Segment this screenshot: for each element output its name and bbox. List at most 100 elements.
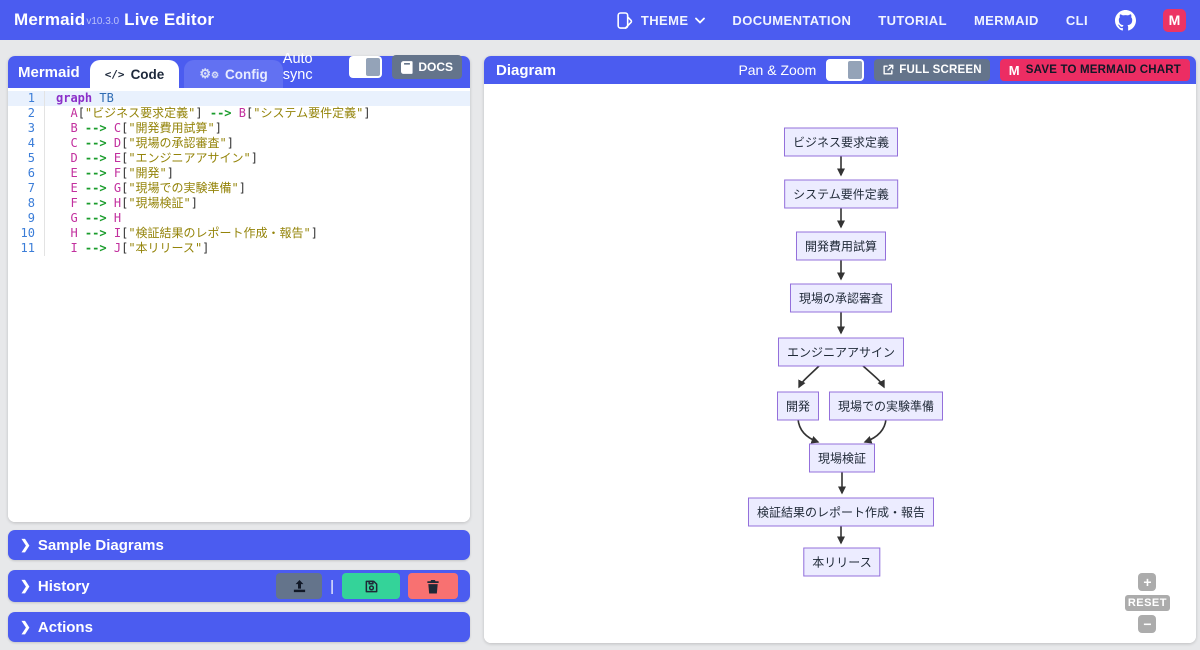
- brand-version: v10.3.0: [86, 16, 120, 27]
- gears-icon: ⚙⚙: [199, 66, 220, 81]
- trash-icon: [426, 579, 440, 594]
- theme-swatch-icon: [615, 11, 634, 30]
- editor-header-tools: Auto sync DOCS: [283, 51, 462, 83]
- brand-name: Mermaid: [14, 10, 86, 29]
- line-number: 2: [27, 106, 35, 120]
- flow-node-D: 現場の承認審査: [789, 283, 893, 313]
- nav-theme-dropdown[interactable]: THEME: [615, 11, 706, 30]
- docs-label: DOCS: [418, 60, 453, 74]
- flow-node-I: 検証結果のレポート作成・報告: [747, 497, 935, 527]
- line-number: 9: [27, 211, 35, 225]
- line-number: 1: [27, 91, 35, 105]
- toolbar-separator: |: [330, 577, 334, 595]
- code-line[interactable]: 6 E --> F["開発"]: [8, 166, 470, 181]
- flow-node-H: 現場検証: [808, 443, 876, 473]
- sample-diagrams-section[interactable]: ❯ Sample Diagrams: [8, 530, 470, 560]
- code-line[interactable]: 2 A["ビジネス要求定義"] --> B["システム要件定義"]: [8, 106, 470, 121]
- external-link-icon: [882, 64, 894, 76]
- flowchart-edges: [797, 155, 887, 545]
- flow-node-B: システム要件定義: [784, 179, 898, 209]
- editor-panel: Mermaid </> Code ⚙⚙ Config Auto sync DOC…: [8, 51, 470, 522]
- github-icon[interactable]: [1115, 9, 1136, 31]
- history-label: History: [37, 577, 90, 595]
- docs-button[interactable]: DOCS: [392, 55, 462, 79]
- zoom-out-button[interactable]: −: [1138, 615, 1157, 633]
- nav-tutorial[interactable]: TUTORIAL: [878, 12, 947, 28]
- actions-label: Actions: [37, 618, 93, 636]
- history-section[interactable]: ❯ History |: [8, 570, 470, 602]
- editor-panel-header: Mermaid </> Code ⚙⚙ Config Auto sync DOC…: [8, 51, 470, 88]
- code-line[interactable]: 7 E --> G["現場での実験準備"]: [8, 181, 470, 196]
- actions-section[interactable]: ❯ Actions: [8, 612, 470, 642]
- code-line[interactable]: 10 H --> I["検証結果のレポート作成・報告"]: [8, 226, 470, 241]
- code-line[interactable]: 9 G --> H: [8, 211, 470, 226]
- auto-sync-toggle[interactable]: [348, 56, 383, 78]
- code-line[interactable]: 4 C --> D["現場の承認審査"]: [8, 136, 470, 151]
- fullscreen-label: FULL SCREEN: [899, 64, 982, 76]
- nav-documentation[interactable]: DOCUMENTATION: [732, 12, 852, 28]
- flow-node-G: 現場での実験準備: [828, 391, 944, 421]
- chevron-right-icon: ❯: [20, 537, 31, 552]
- chevron-right-icon: ❯: [20, 619, 31, 634]
- chevron-down-icon: [695, 17, 706, 24]
- line-number: 8: [27, 196, 35, 210]
- sample-diagrams-label: Sample Diagrams: [37, 536, 164, 554]
- nav-cli[interactable]: CLI: [1065, 12, 1088, 28]
- line-number: 4: [27, 136, 35, 150]
- line-number: 5: [27, 151, 35, 165]
- tab-code[interactable]: </> Code: [89, 60, 180, 88]
- upload-icon: [292, 579, 307, 594]
- diagram-panel: Diagram Pan & Zoom FULL SCREEN M SAVE TO…: [484, 56, 1196, 643]
- diagram-header-tools: Pan & Zoom FULL SCREEN M SAVE TO MERMAID…: [738, 59, 1190, 81]
- top-navbar: Mermaid v10.3.0 Live Editor THEME DOCUME…: [0, 0, 1200, 40]
- mermaid-chart-icon[interactable]: M: [1163, 8, 1186, 32]
- line-number: 7: [27, 181, 35, 195]
- book-icon: [401, 60, 413, 74]
- code-line[interactable]: 11 I --> J["本リリース"]: [8, 241, 470, 256]
- history-upload-button[interactable]: [276, 573, 323, 599]
- history-delete-button[interactable]: [408, 573, 458, 599]
- zoom-controls: + RESET −: [1124, 573, 1170, 633]
- tab-config-label: Config: [225, 66, 268, 82]
- brand-suffix: Live Editor: [124, 10, 215, 29]
- flow-node-C: 開発費用試算: [795, 231, 887, 261]
- nav-mermaid[interactable]: MERMAID: [973, 12, 1039, 28]
- auto-sync-label: Auto sync: [282, 51, 313, 83]
- line-number: 3: [27, 121, 35, 135]
- toggle-knob: [848, 61, 863, 79]
- code-brackets-icon: </>: [104, 67, 125, 81]
- flow-node-A: ビジネス要求定義: [783, 127, 899, 157]
- top-nav-links: THEME DOCUMENTATION TUTORIAL MERMAID CLI…: [615, 8, 1186, 32]
- nav-theme-label: THEME: [640, 12, 689, 28]
- flow-node-E: エンジニアアサイン: [777, 337, 905, 367]
- tab-code-label: Code: [130, 66, 165, 82]
- line-number: 10: [20, 226, 35, 240]
- tab-config[interactable]: ⚙⚙ Config: [184, 60, 283, 88]
- pan-zoom-label: Pan & Zoom: [738, 62, 817, 78]
- save-to-mermaid-chart-button[interactable]: M SAVE TO MERMAID CHART: [999, 59, 1190, 81]
- code-line[interactable]: 8 F --> H["現場検証"]: [8, 196, 470, 211]
- code-line[interactable]: 5 D --> E["エンジニアアサイン"]: [8, 151, 470, 166]
- save-to-mermaid-chart-label: SAVE TO MERMAID CHART: [1025, 64, 1181, 76]
- diagram-canvas[interactable]: ビジネス要求定義 システム要件定義 開発費用試算 現場の承認審査 エンジニアアサ…: [484, 84, 1196, 643]
- fullscreen-button[interactable]: FULL SCREEN: [874, 59, 990, 81]
- chevron-right-icon: ❯: [20, 578, 31, 593]
- diagram-panel-header: Diagram Pan & Zoom FULL SCREEN M SAVE TO…: [484, 56, 1196, 84]
- diagram-panel-title: Diagram: [496, 61, 557, 79]
- mermaid-chart-logo: M: [1008, 62, 1020, 78]
- line-number: 6: [27, 166, 35, 180]
- flow-node-J: 本リリース: [803, 547, 881, 577]
- code-line[interactable]: 3 B --> C["開発費用試算"]: [8, 121, 470, 136]
- zoom-reset-button[interactable]: RESET: [1124, 595, 1170, 611]
- app-brand[interactable]: Mermaid v10.3.0 Live Editor: [14, 10, 214, 30]
- line-number: 11: [20, 241, 35, 255]
- pan-zoom-toggle[interactable]: [826, 59, 865, 81]
- save-floppy-icon: [364, 579, 379, 594]
- history-save-button[interactable]: [342, 573, 400, 599]
- zoom-in-button[interactable]: +: [1138, 573, 1157, 591]
- toggle-knob: [366, 58, 381, 76]
- flow-node-F: 開発: [776, 391, 820, 421]
